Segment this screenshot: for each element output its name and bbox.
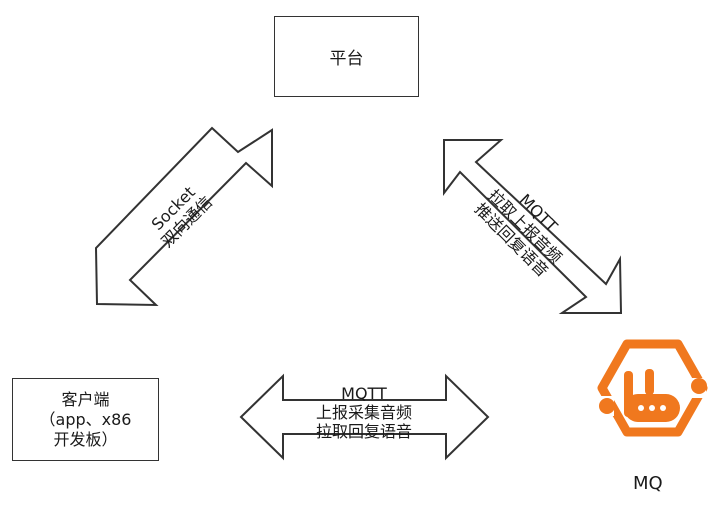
client-mq-label-line1: MQTT [341, 384, 387, 403]
mq-label: MQ [633, 473, 663, 494]
mqtt-platform-double-arrow [443, 139, 623, 314]
mqtt-client-double-arrow [239, 373, 490, 461]
client-label-line2: （app、x86 [39, 409, 132, 429]
socket-double-arrow [94, 126, 273, 307]
client-label-line3: 开发板） [53, 429, 118, 449]
platform-node: 平台 [274, 16, 419, 97]
client-label-line1: 客户端 [61, 389, 110, 409]
client-mq-label-line2: 上报采集音频 [315, 403, 412, 422]
client-mq-label-line3: 拉取回复语音 [315, 422, 412, 441]
client-mq-edge-label: MQTT 上报采集音频 拉取回复语音 [304, 384, 424, 441]
mq-logo-icon [597, 339, 708, 437]
platform-label: 平台 [329, 49, 364, 69]
client-node: 客户端 （app、x86 开发板） [12, 378, 159, 461]
